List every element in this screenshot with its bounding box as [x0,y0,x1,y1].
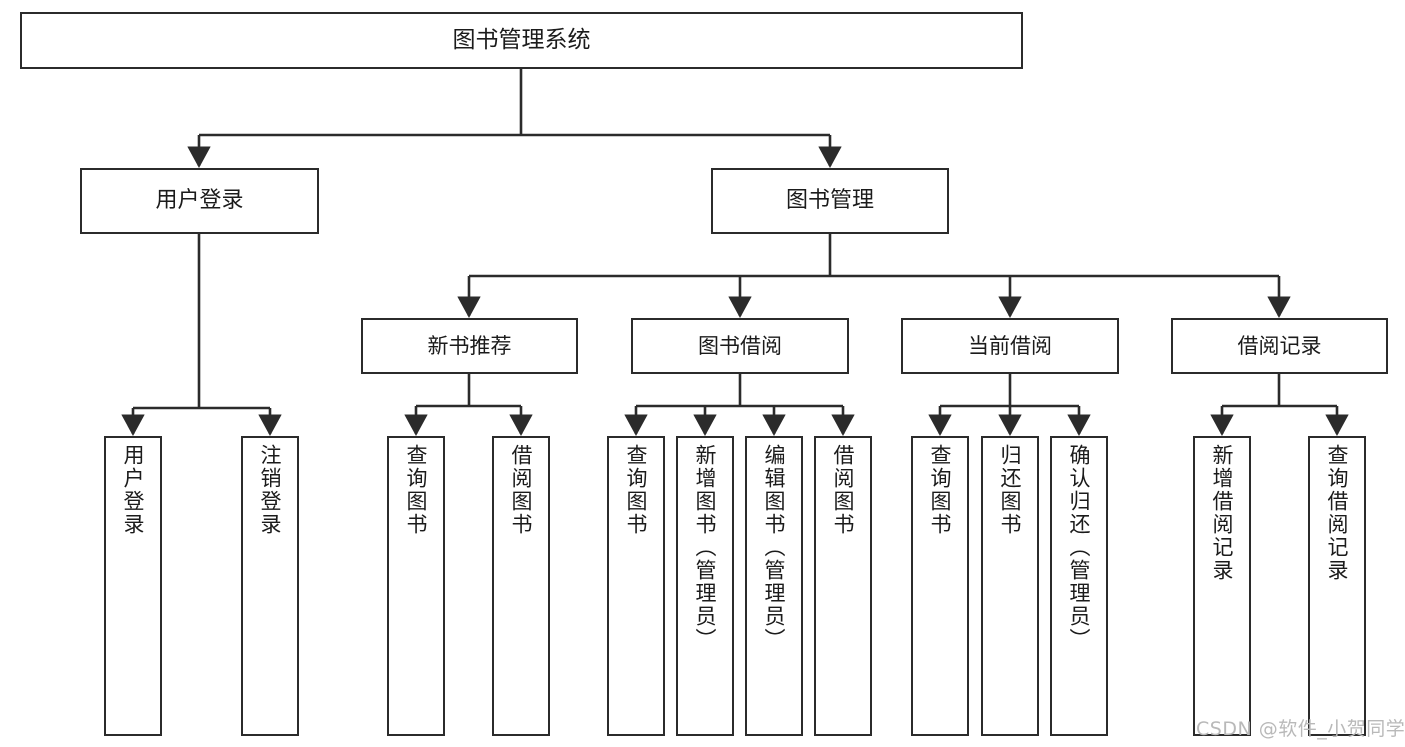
node-book-management[interactable]: 图书管理 [711,168,949,234]
node-label: 用户登录 [121,444,146,536]
node-label: 注销登录 [258,444,283,536]
node-user-login[interactable]: 用户登录 [80,168,319,234]
node-label: 新增图书（管理员） [693,444,718,651]
node-leaf-add-borrow-record[interactable]: 新增借阅记录 [1193,436,1251,736]
node-label: 用户登录 [155,188,244,214]
node-leaf-edit-book-admin[interactable]: 编辑图书（管理员） [745,436,803,736]
node-leaf-query-borrow-record[interactable]: 查询借阅记录 [1308,436,1366,736]
csdn-watermark: CSDN @软件_小贺同学 [1196,718,1405,740]
node-label: 查询图书 [404,444,429,536]
node-label: 图书管理系统 [452,27,591,54]
node-label: 借阅图书 [831,444,856,536]
node-book-borrow[interactable]: 图书借阅 [631,318,849,374]
node-label: 确认归还（管理员） [1067,444,1092,651]
node-borrow-record[interactable]: 借阅记录 [1171,318,1388,374]
node-leaf-query-book-borrow[interactable]: 查询图书 [607,436,665,736]
node-label: 查询图书 [624,444,649,536]
node-current-borrow[interactable]: 当前借阅 [901,318,1119,374]
node-leaf-query-book-recommend[interactable]: 查询图书 [387,436,445,736]
node-label: 图书借阅 [698,333,782,358]
node-leaf-borrow-book[interactable]: 借阅图书 [814,436,872,736]
node-leaf-query-book-current[interactable]: 查询图书 [911,436,969,736]
node-label: 查询图书 [928,444,953,536]
node-label: 归还图书 [998,444,1023,536]
node-leaf-return-book[interactable]: 归还图书 [981,436,1039,736]
node-leaf-confirm-return-admin[interactable]: 确认归还（管理员） [1050,436,1108,736]
node-leaf-logout[interactable]: 注销登录 [241,436,299,736]
node-label: 图书管理 [785,188,874,214]
node-label: 当前借阅 [968,333,1052,358]
node-label: 新书推荐 [427,333,512,358]
node-label: 查询借阅记录 [1325,444,1350,582]
node-leaf-borrow-book-recommend[interactable]: 借阅图书 [492,436,550,736]
node-label: 新增借阅记录 [1210,444,1235,582]
node-leaf-add-book-admin[interactable]: 新增图书（管理员） [676,436,734,736]
node-label: 借阅图书 [509,444,534,536]
node-label: 借阅记录 [1237,333,1322,358]
node-new-book-recommend[interactable]: 新书推荐 [361,318,578,374]
node-book-management-system[interactable]: 图书管理系统 [20,12,1023,69]
node-leaf-user-login[interactable]: 用户登录 [104,436,162,736]
node-label: 编辑图书（管理员） [762,444,787,651]
